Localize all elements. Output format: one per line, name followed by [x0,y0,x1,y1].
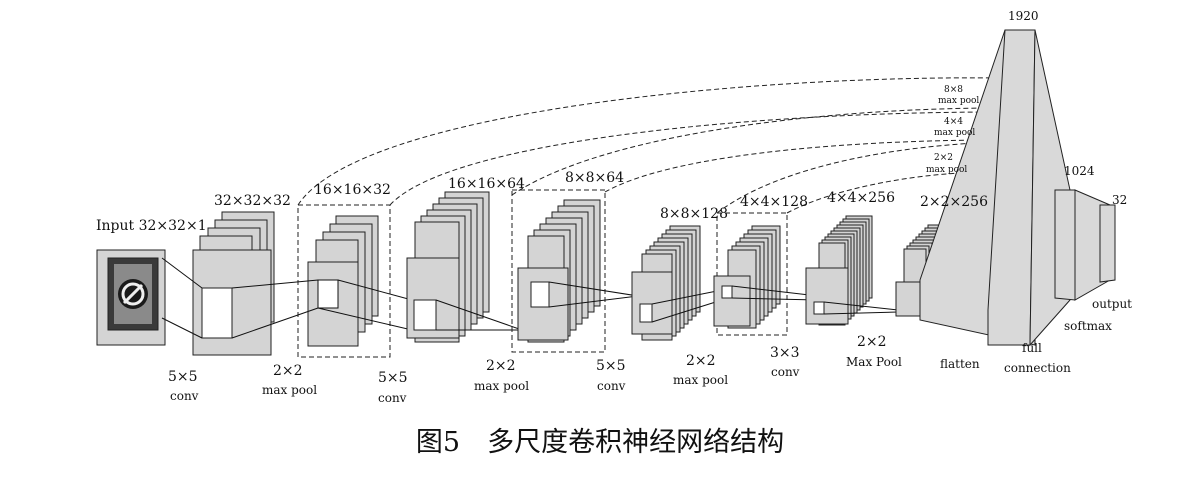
layer6-label: 4×4×128 [740,194,808,210]
full-label: full [1022,341,1042,355]
conv4-size: 3×3 [770,345,800,361]
input-label: Input 32×32×1 [96,218,207,234]
conv2-size: 5×5 [378,370,408,386]
conv2-name: conv [378,391,407,405]
pool4-size: 2×2 [857,334,887,350]
pool2-size: 2×2 [486,358,516,374]
output-dim-label: 32 [1112,193,1127,207]
layer1-label: 32×32×32 [214,193,291,209]
figure-caption: 图5 多尺度卷积神经网络结构 [415,427,785,458]
conv2-stack [406,191,490,343]
layer8-label: 2×2×256 [920,194,988,210]
pool2-name: max pool [474,379,529,393]
pool1-name: max pool [262,383,317,397]
pool3-size: 2×2 [686,353,716,369]
pool3-name: max pool [673,373,728,387]
layer2-label: 16×16×32 [314,182,391,198]
skip1-size: 8×8 [944,85,963,95]
fc1920-label: 1920 [1008,9,1039,23]
pool3-stack [713,225,781,329]
conv3-name: conv [597,379,626,393]
pool1-stack [307,215,379,347]
skip3-name: max pool [926,165,967,175]
skip1-name: max pool [938,96,979,106]
conv4-name: conv [771,365,800,379]
skip2-name: max pool [934,128,975,138]
input-layer [96,249,166,346]
skip3-size: 2×2 [934,153,953,163]
pool2-stack [517,199,601,343]
connection-label: connection [1004,361,1071,375]
layer5-label: 8×8×128 [660,206,728,222]
conv1-size: 5×5 [168,369,198,385]
skip2-size: 4×4 [944,117,963,127]
softmax-label: softmax [1064,319,1112,333]
conv4-stack [805,215,873,326]
output-label: output [1092,297,1132,311]
layer7-label: 4×4×256 [827,190,895,206]
layer4-label: 8×8×64 [565,170,624,186]
conv1-name: conv [170,389,199,403]
conv3-size: 5×5 [596,358,626,374]
conv1-stack [192,211,275,356]
flatten-label: flatten [940,357,980,371]
conv3-stack [631,225,701,341]
pool1-size: 2×2 [273,363,303,379]
pool4-name: Max Pool [846,355,902,369]
fc1024-label: 1024 [1064,164,1095,178]
layer3-label: 16×16×64 [448,176,525,192]
